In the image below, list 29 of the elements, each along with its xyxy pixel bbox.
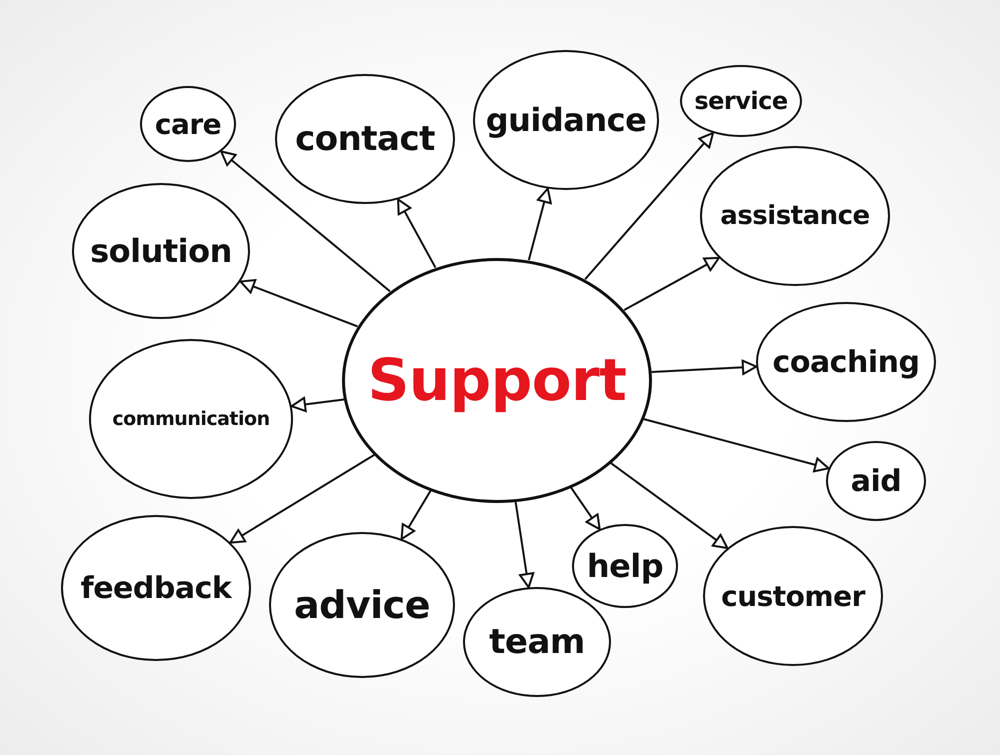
arrow <box>644 418 830 472</box>
arrow <box>229 454 375 544</box>
topic-label: aid <box>850 464 902 498</box>
arrow <box>570 487 601 530</box>
arrow <box>528 188 552 260</box>
topic-label: care <box>154 108 222 140</box>
topic-label: advice <box>294 583 430 627</box>
topic-label: solution <box>90 232 232 270</box>
arrow <box>220 150 391 292</box>
arrow <box>584 132 714 280</box>
topic-label: guidance <box>486 101 646 139</box>
arrow <box>624 256 720 311</box>
topic-label: contact <box>295 119 435 159</box>
topic-label: customer <box>721 580 865 612</box>
arrow <box>240 279 358 328</box>
arrow <box>400 490 432 540</box>
topic-label: team <box>489 622 585 662</box>
topic-label: help <box>586 547 664 585</box>
topic-label: feedback <box>80 570 232 606</box>
arrow <box>290 396 344 412</box>
arrow <box>652 360 758 375</box>
topic-label: service <box>694 87 788 115</box>
topic-label: coaching <box>772 344 920 380</box>
arrow <box>610 462 728 550</box>
topic-label: communication <box>112 408 270 430</box>
arrow <box>397 198 436 268</box>
arrow <box>514 501 534 588</box>
central-topic-label: Support <box>368 346 626 414</box>
topic-label: assistance <box>720 201 870 231</box>
